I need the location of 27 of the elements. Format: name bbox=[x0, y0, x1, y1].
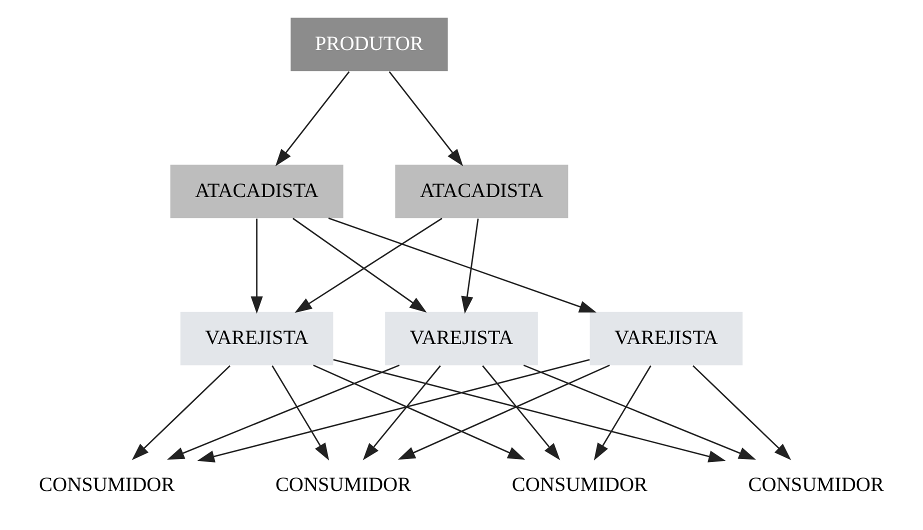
arrow bbox=[461, 218, 479, 314]
arrow bbox=[398, 364, 610, 460]
node-text: CONSUMIDOR bbox=[748, 474, 884, 496]
node-box: VAREJISTA bbox=[385, 312, 538, 366]
node-box: ATACADISTA bbox=[395, 164, 568, 218]
arrow bbox=[362, 365, 441, 460]
node-text: CONSUMIDOR bbox=[39, 474, 175, 496]
arrow bbox=[333, 359, 726, 462]
arrow bbox=[388, 71, 464, 166]
arrow bbox=[272, 365, 330, 460]
arrow bbox=[166, 364, 400, 460]
arrow bbox=[250, 218, 263, 314]
arrow bbox=[482, 365, 560, 460]
arrow bbox=[328, 218, 597, 313]
arrow bbox=[692, 365, 792, 460]
arrow bbox=[132, 365, 230, 460]
arrow bbox=[313, 364, 526, 460]
arrow bbox=[197, 359, 590, 462]
node-box: ATACADISTA bbox=[170, 164, 344, 218]
arrow bbox=[594, 365, 652, 460]
node-box: VAREJISTA bbox=[590, 312, 743, 366]
arrow bbox=[523, 364, 756, 460]
node-box: VAREJISTA bbox=[180, 312, 334, 366]
node-text: CONSUMIDOR bbox=[512, 474, 648, 496]
arrow bbox=[275, 71, 350, 166]
node-box: PRODUTOR bbox=[290, 18, 448, 72]
node-text: CONSUMIDOR bbox=[275, 474, 412, 496]
